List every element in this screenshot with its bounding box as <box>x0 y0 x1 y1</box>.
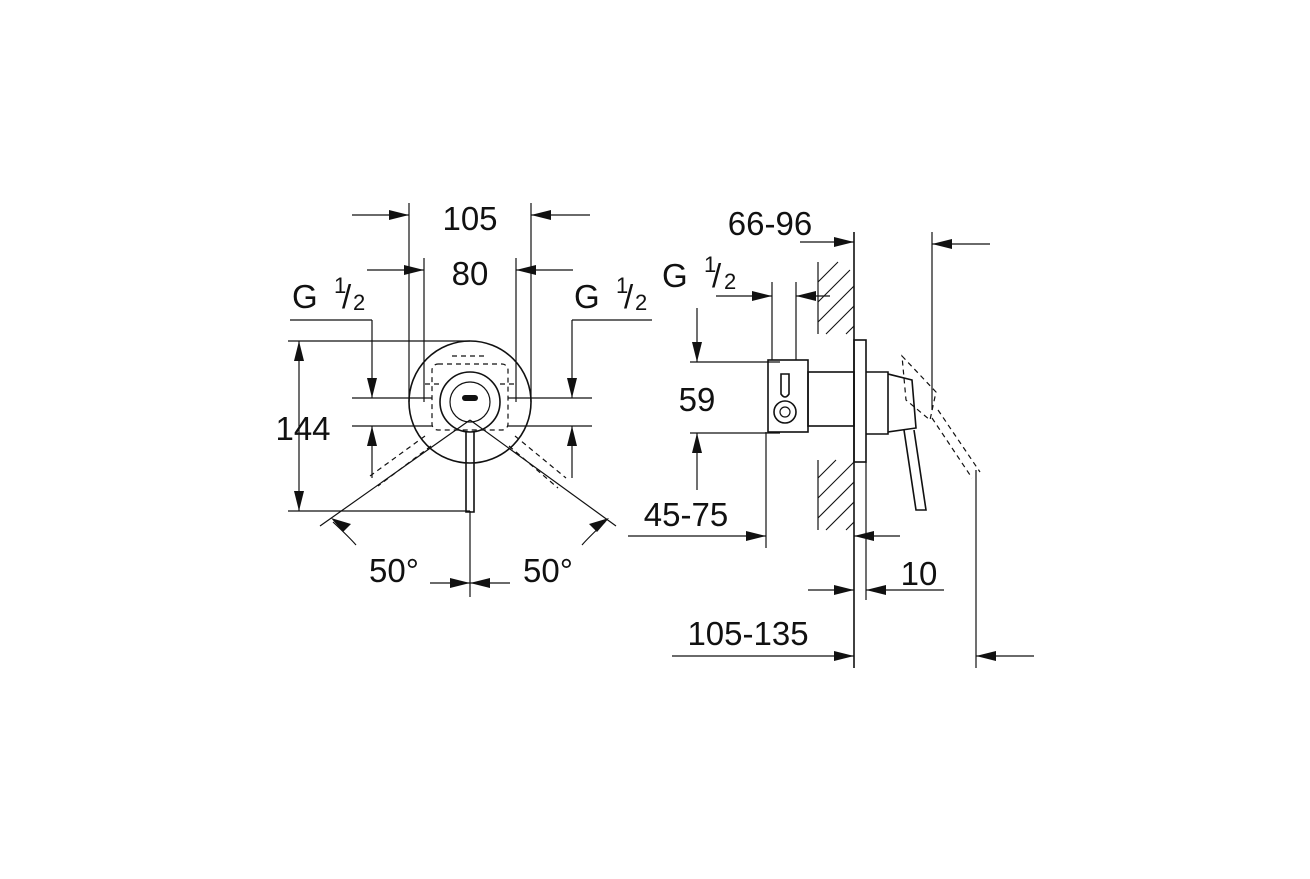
hidden-valve-body <box>431 363 509 431</box>
lever-handle <box>465 432 475 513</box>
cover-plate-side <box>853 339 867 463</box>
thread-left-letter: G <box>292 278 318 315</box>
front-view: 105 80 G 1 / 2 G 1 / 2 <box>275 200 652 597</box>
thread-side-den: 2 <box>724 269 736 294</box>
wall-hatching-lower <box>817 459 855 531</box>
lever-side <box>903 429 927 511</box>
side-view: 66-96 G 1 / 2 59 45-75 <box>628 205 1034 668</box>
dim-total-depth: 105-135 <box>687 615 808 652</box>
thread-left-den: 2 <box>353 290 365 315</box>
thread-left-num: 1 <box>334 273 346 298</box>
thread-right-num: 1 <box>616 273 628 298</box>
angle-right: 50° <box>523 552 573 589</box>
dim-wall-depth: 66-96 <box>728 205 812 242</box>
temperature-marker <box>462 395 478 401</box>
dim-height-overall: 144 <box>275 410 330 447</box>
angle-left: 50° <box>369 552 419 589</box>
thread-right-den: 2 <box>635 290 647 315</box>
handle-hub-side <box>866 371 889 435</box>
thread-side-letter: G <box>662 257 688 294</box>
cover-plate <box>408 340 532 464</box>
dim-mount-depth: 45-75 <box>644 496 728 533</box>
thread-left-slash: / <box>342 278 352 315</box>
dim-plate-thickness: 10 <box>901 555 938 592</box>
dim-width-inner: 80 <box>452 255 489 292</box>
thread-right-slash: / <box>624 278 634 315</box>
handle-hub <box>439 371 501 433</box>
wall-hatching-upper <box>817 261 855 335</box>
thread-side-slash: / <box>712 257 722 294</box>
thread-right-letter: G <box>574 278 600 315</box>
dim-width-overall: 105 <box>442 200 497 237</box>
thread-side-num: 1 <box>704 252 716 277</box>
dim-inlet-spacing: 59 <box>679 381 716 418</box>
